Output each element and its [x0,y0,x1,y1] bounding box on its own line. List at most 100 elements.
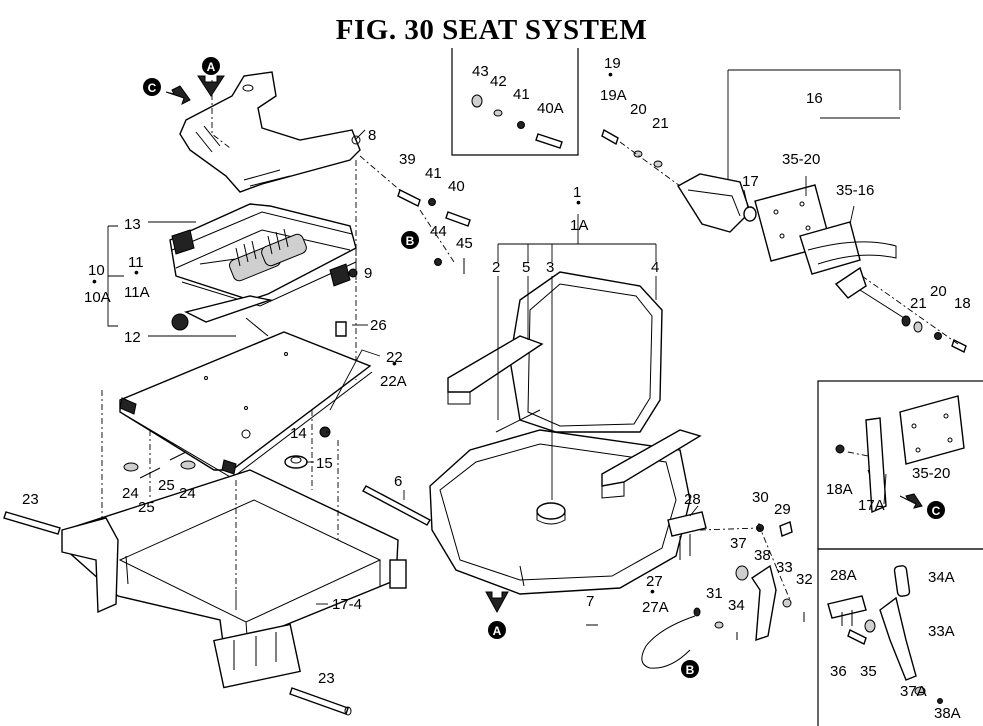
callout-21-top: 21 [652,115,669,132]
callout-20-top: 20 [630,101,647,118]
callout-35: 35 [860,663,877,680]
callout-37a: 37A [900,683,927,700]
callout-42: 42 [490,73,507,90]
leader-lines [107,69,901,610]
callout-36: 36 [830,663,847,680]
callout-25-upper: 25 [158,477,175,494]
slide-rail-assembly-11 [169,203,357,337]
figure-title: FIG. 30 SEAT SYSTEM [335,14,648,46]
callout-17: 17 [742,173,759,190]
svg-text:C: C [932,504,941,518]
fasteners-40a-43 [471,94,563,149]
callout-40a: 40A [537,100,564,117]
callout-12: 12 [124,329,141,346]
arrow-marker-a-bottom: A [485,591,509,639]
svg-text:•: • [576,194,581,210]
callout-10: 10 [88,262,105,279]
svg-text:A: A [493,624,502,638]
callout-23-left: 23 [22,491,39,508]
callout-33a: 33A [928,623,955,640]
callout-37: 37 [730,535,747,552]
callout-27a: 27A [642,599,669,616]
callout-17a: 17A [858,497,885,514]
callout-35-20-inset: 35-20 [912,465,950,482]
marker-b-upper: B [401,231,419,249]
marker-b-lower: B [681,660,699,678]
callout-4: 4 [651,259,659,276]
callout-38: 38 [754,547,771,564]
arrow-marker-c-top: C [143,78,191,105]
callout-19: 19 [604,55,621,72]
callout-34: 34 [728,597,745,614]
callout-8: 8 [368,127,376,144]
callout-32: 32 [796,571,813,588]
callout-14: 14 [290,425,307,442]
svg-text:•: • [608,66,613,82]
svg-text:B: B [686,663,695,677]
pin-6 [362,485,431,526]
callout-30: 30 [752,489,769,506]
callout-31: 31 [706,585,723,602]
callout-3: 3 [546,259,554,276]
arrow-marker-a-top: A [197,57,225,97]
callout-19a: 19A [600,87,627,104]
callout-20-right: 20 [930,283,947,300]
callout-43: 43 [472,63,489,80]
callout-15: 15 [316,455,333,472]
callout-41: 41 [425,165,442,182]
callout-24-left: 24 [122,485,139,502]
callout-23-bottom: 23 [318,670,335,687]
callout-11a: 11A [124,284,150,301]
callout-18a: 18A [826,481,853,498]
svg-text:•: • [134,264,139,280]
callout-40: 40 [448,178,465,195]
callout-35-16: 35-16 [836,182,874,199]
callout-5: 5 [522,259,530,276]
arrow-marker-c-inset: C [899,493,945,519]
callout-13: 13 [124,216,141,233]
callout-22a: 22A [380,373,407,390]
svg-text:C: C [148,81,157,95]
callout-26: 26 [370,317,387,334]
callout-1: 1 [573,184,581,201]
callout-17-4: 17-4 [332,596,362,613]
base-frame-17-4 [61,390,407,689]
inset-box-28a [817,548,983,726]
svg-text:•: • [650,583,655,599]
svg-text:•: • [392,355,397,371]
callout-39: 39 [399,151,416,168]
inset-lever-28a [827,565,943,704]
callout-11: 11 [128,254,144,271]
callout-45: 45 [456,235,473,252]
seat-assembly-1 [429,271,702,595]
inset-bracket-17a [835,395,965,514]
callout-27: 27 [646,573,663,590]
callout-28: 28 [684,491,701,508]
callout-34a: 34A [928,569,955,586]
callout-28a: 28A [830,567,857,584]
callout-10a: 10A [84,289,111,306]
svg-text:B: B [406,234,415,248]
callout-16: 16 [806,90,823,107]
callout-labels: 43 42 41 40A 8 39 41 40 44 45 9 26 22 • … [22,55,971,722]
seat-belt-16 [601,128,967,353]
inset-fastener-box [451,48,579,156]
svg-text:A: A [207,60,216,74]
callout-25-lower: 25 [138,499,155,516]
callout-44: 44 [430,223,447,240]
seat-frame-8 [179,71,361,380]
callout-29: 29 [774,501,791,518]
callout-9: 9 [364,265,372,282]
callout-33: 33 [776,559,793,576]
seat-lever-28 [641,511,805,669]
callout-2: 2 [492,259,500,276]
pins-23 [3,511,352,716]
callout-41-inset: 41 [513,86,530,103]
callout-38a: 38A [934,705,961,722]
small-hardware-left [123,268,358,479]
callout-7: 7 [586,593,594,610]
svg-text:•: • [92,273,97,289]
callout-6: 6 [394,473,402,490]
callout-21-right: 21 [910,295,927,312]
